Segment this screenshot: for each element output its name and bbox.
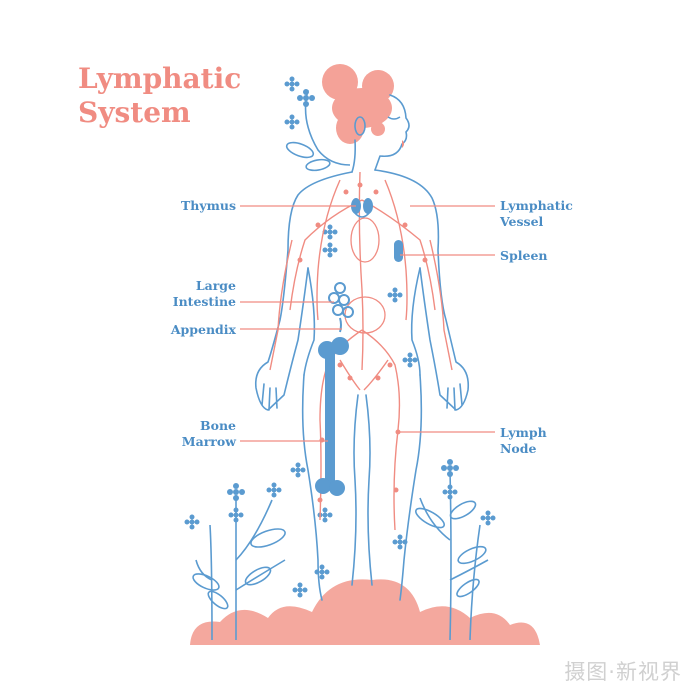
body-outline (254, 94, 470, 601)
spleen-organ (394, 240, 403, 262)
thymus-organ (351, 198, 373, 218)
label-appendix: Appendix (170, 322, 236, 337)
closed-eye (387, 116, 401, 120)
plant-left (192, 495, 286, 641)
page-title: Lymphatic System (78, 62, 241, 130)
label-large-intestine: Large Intestine (150, 278, 236, 310)
bone-marrow-organ (315, 337, 349, 496)
leader-lines (240, 205, 495, 442)
label-lymphatic-vessel: Lymphatic Vessel (500, 198, 573, 230)
label-thymus: Thymus (180, 198, 236, 213)
lymph-nodes (297, 182, 428, 503)
hair (322, 64, 394, 144)
label-lymphatic-vessel-line-1: Lymphatic (500, 198, 573, 213)
ground-clouds (190, 579, 540, 645)
lips (402, 140, 404, 148)
label-large-intestine-line-2: Intestine (172, 294, 236, 309)
large-intestine-organ (328, 282, 354, 333)
flower-icons (184, 76, 496, 598)
label-lymph-node-line-1: Lymph (500, 425, 547, 440)
label-bone-marrow-line-2: Marrow (181, 434, 236, 449)
title-line-1: Lymphatic (78, 62, 242, 95)
label-spleen: Spleen (500, 248, 548, 263)
cheek (371, 122, 385, 136)
watermark: 摄图·新视界 (564, 660, 682, 684)
label-bone-marrow-line-1: Bone (200, 418, 236, 433)
label-bone-marrow: Bone Marrow (150, 418, 236, 450)
label-large-intestine-line-1: Large (195, 278, 236, 293)
label-lymphatic-vessel-line-2: Vessel (500, 214, 544, 229)
label-lymph-node: Lymph Node (500, 425, 547, 457)
label-lymph-node-line-2: Node (500, 441, 537, 456)
title-line-2: System (78, 96, 191, 129)
lymph-vessels (269, 171, 453, 531)
